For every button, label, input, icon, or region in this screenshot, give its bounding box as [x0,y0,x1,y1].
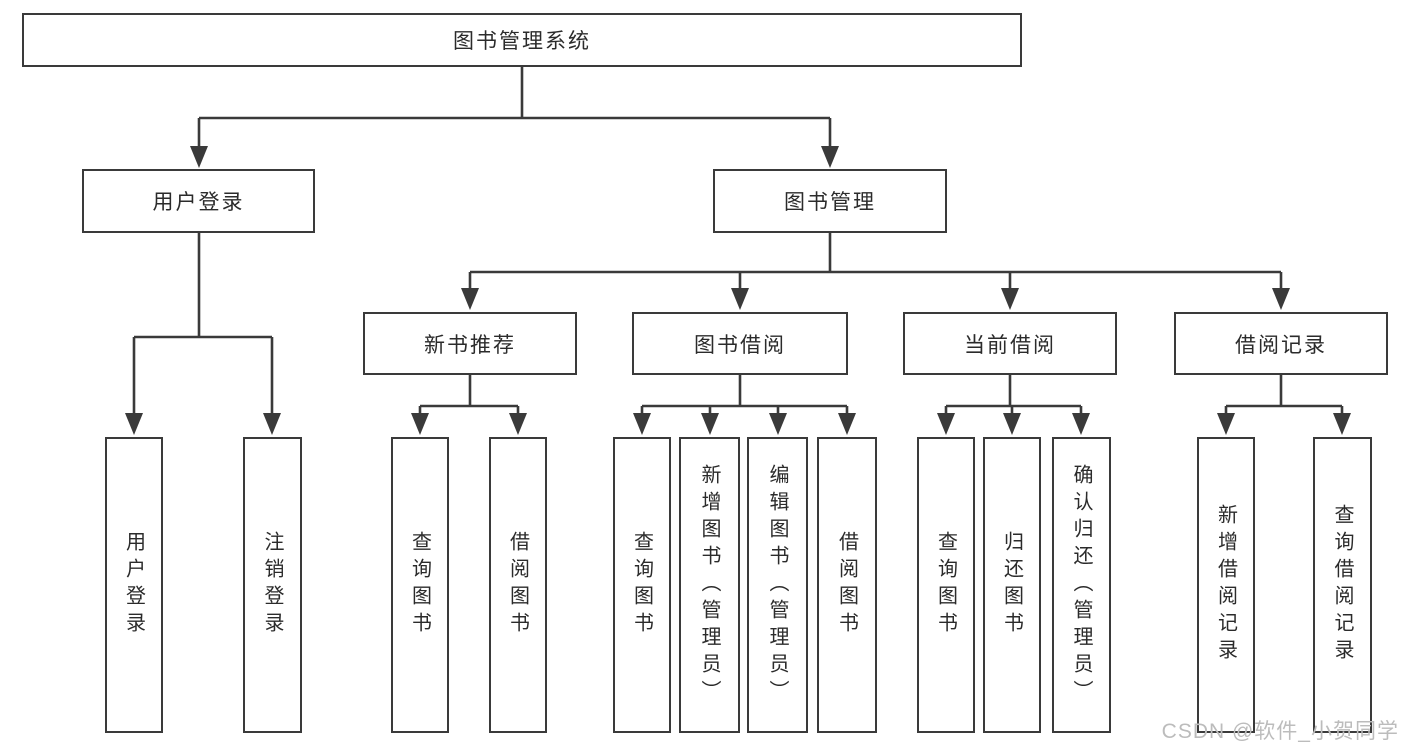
leaf-query-books-current: 查询图书 [917,437,975,733]
node-label: 新增图书（管理员） [698,463,720,707]
node-label: 用户登录 [152,191,245,214]
node-label: 当前借阅 [964,333,1056,357]
node-label: 查询图书 [630,531,653,639]
arrowhead-icon [190,146,208,168]
arrowhead-icon [633,413,651,435]
leaf-add-book-admin: 新增图书（管理员） [679,437,740,733]
node-label: 借阅记录 [1235,333,1327,357]
arrowhead-icon [1003,413,1021,435]
node-label: 借阅图书 [835,531,858,639]
arrowhead-icon [937,413,955,435]
arrowhead-icon [509,413,527,435]
node-label: 归还图书 [1000,531,1023,639]
node-label: 新增借阅记录 [1214,504,1237,666]
node-label: 新书推荐 [424,333,516,357]
node-label: 图书借阅 [694,333,786,357]
leaf-query-books-recommend: 查询图书 [391,437,449,733]
leaf-borrow-books: 借阅图书 [817,437,877,733]
node-library-management-system: 图书管理系统 [22,13,1022,67]
arrowhead-icon [263,413,281,435]
arrowhead-icon [1217,413,1235,435]
arrowhead-icon [731,288,749,310]
arrowhead-icon [411,413,429,435]
leaf-logout: 注销登录 [243,437,302,733]
node-label: 图书管理 [784,191,876,214]
node-label: 借阅图书 [506,531,529,639]
node-borrow-records: 借阅记录 [1174,312,1388,375]
leaf-return-book: 归还图书 [983,437,1041,733]
node-user-login: 用户登录 [82,169,315,233]
arrowhead-icon [821,146,839,168]
leaf-user-login: 用户登录 [105,437,163,733]
node-new-book-recommend: 新书推荐 [363,312,577,375]
arrowhead-icon [769,413,787,435]
arrowhead-icon [1072,413,1090,435]
arrowhead-icon [461,288,479,310]
node-label: 查询借阅记录 [1331,504,1353,666]
arrowhead-icon [1001,288,1019,310]
node-label: 查询图书 [408,531,431,639]
leaf-borrow-books-recommend: 借阅图书 [489,437,547,733]
leaf-add-borrow-record: 新增借阅记录 [1197,437,1255,733]
arrowhead-icon [701,413,719,435]
node-label: 编辑图书（管理员） [766,463,788,707]
node-label: 查询图书 [934,531,957,639]
arrowhead-icon [125,413,143,435]
node-current-borrow: 当前借阅 [903,312,1117,375]
leaf-edit-book-admin: 编辑图书（管理员） [747,437,808,733]
csdn-watermark: CSDN @软件_小贺同学 [1161,720,1399,743]
node-book-borrow: 图书借阅 [632,312,848,375]
node-label: 注销登录 [261,531,283,639]
node-label: 图书管理系统 [453,30,591,53]
leaf-query-books-borrow: 查询图书 [613,437,671,733]
arrowhead-icon [1272,288,1290,310]
node-label: 确认归还（管理员） [1070,463,1092,707]
arrowhead-icon [1333,413,1351,435]
leaf-confirm-return-admin: 确认归还（管理员） [1052,437,1111,733]
node-book-management: 图书管理 [713,169,947,233]
arrowhead-icon [838,413,856,435]
leaf-query-borrow-record: 查询借阅记录 [1313,437,1372,733]
node-label: 用户登录 [122,531,145,639]
